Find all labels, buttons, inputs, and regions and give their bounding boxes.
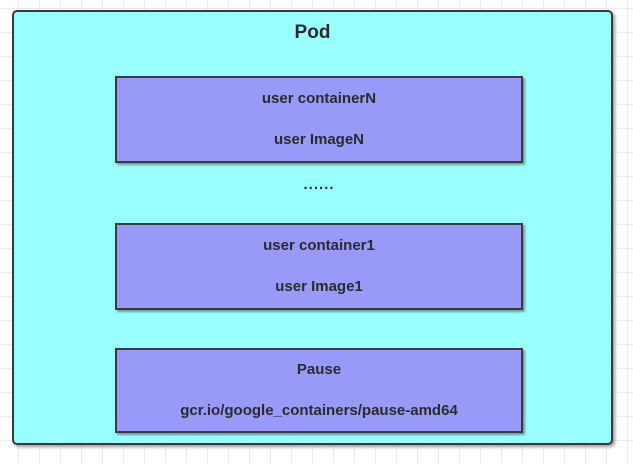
container-name: Pause xyxy=(296,361,342,378)
container-box-pause: Pause gcr.io/google_containers/pause-amd… xyxy=(115,348,523,433)
container-image: gcr.io/google_containers/pause-amd64 xyxy=(180,402,458,419)
pod-box: Pod user containerN user ImageN ...... u… xyxy=(12,10,613,445)
container-box-1: user container1 user Image1 xyxy=(115,223,523,310)
container-name: user container1 xyxy=(263,237,375,254)
container-box-n: user containerN user ImageN xyxy=(115,76,523,163)
ellipsis-text: ...... xyxy=(303,176,335,193)
container-image: user Image1 xyxy=(275,278,363,295)
container-name: user containerN xyxy=(261,90,377,107)
container-image: user ImageN xyxy=(273,131,365,148)
pod-title: Pod xyxy=(294,22,331,43)
